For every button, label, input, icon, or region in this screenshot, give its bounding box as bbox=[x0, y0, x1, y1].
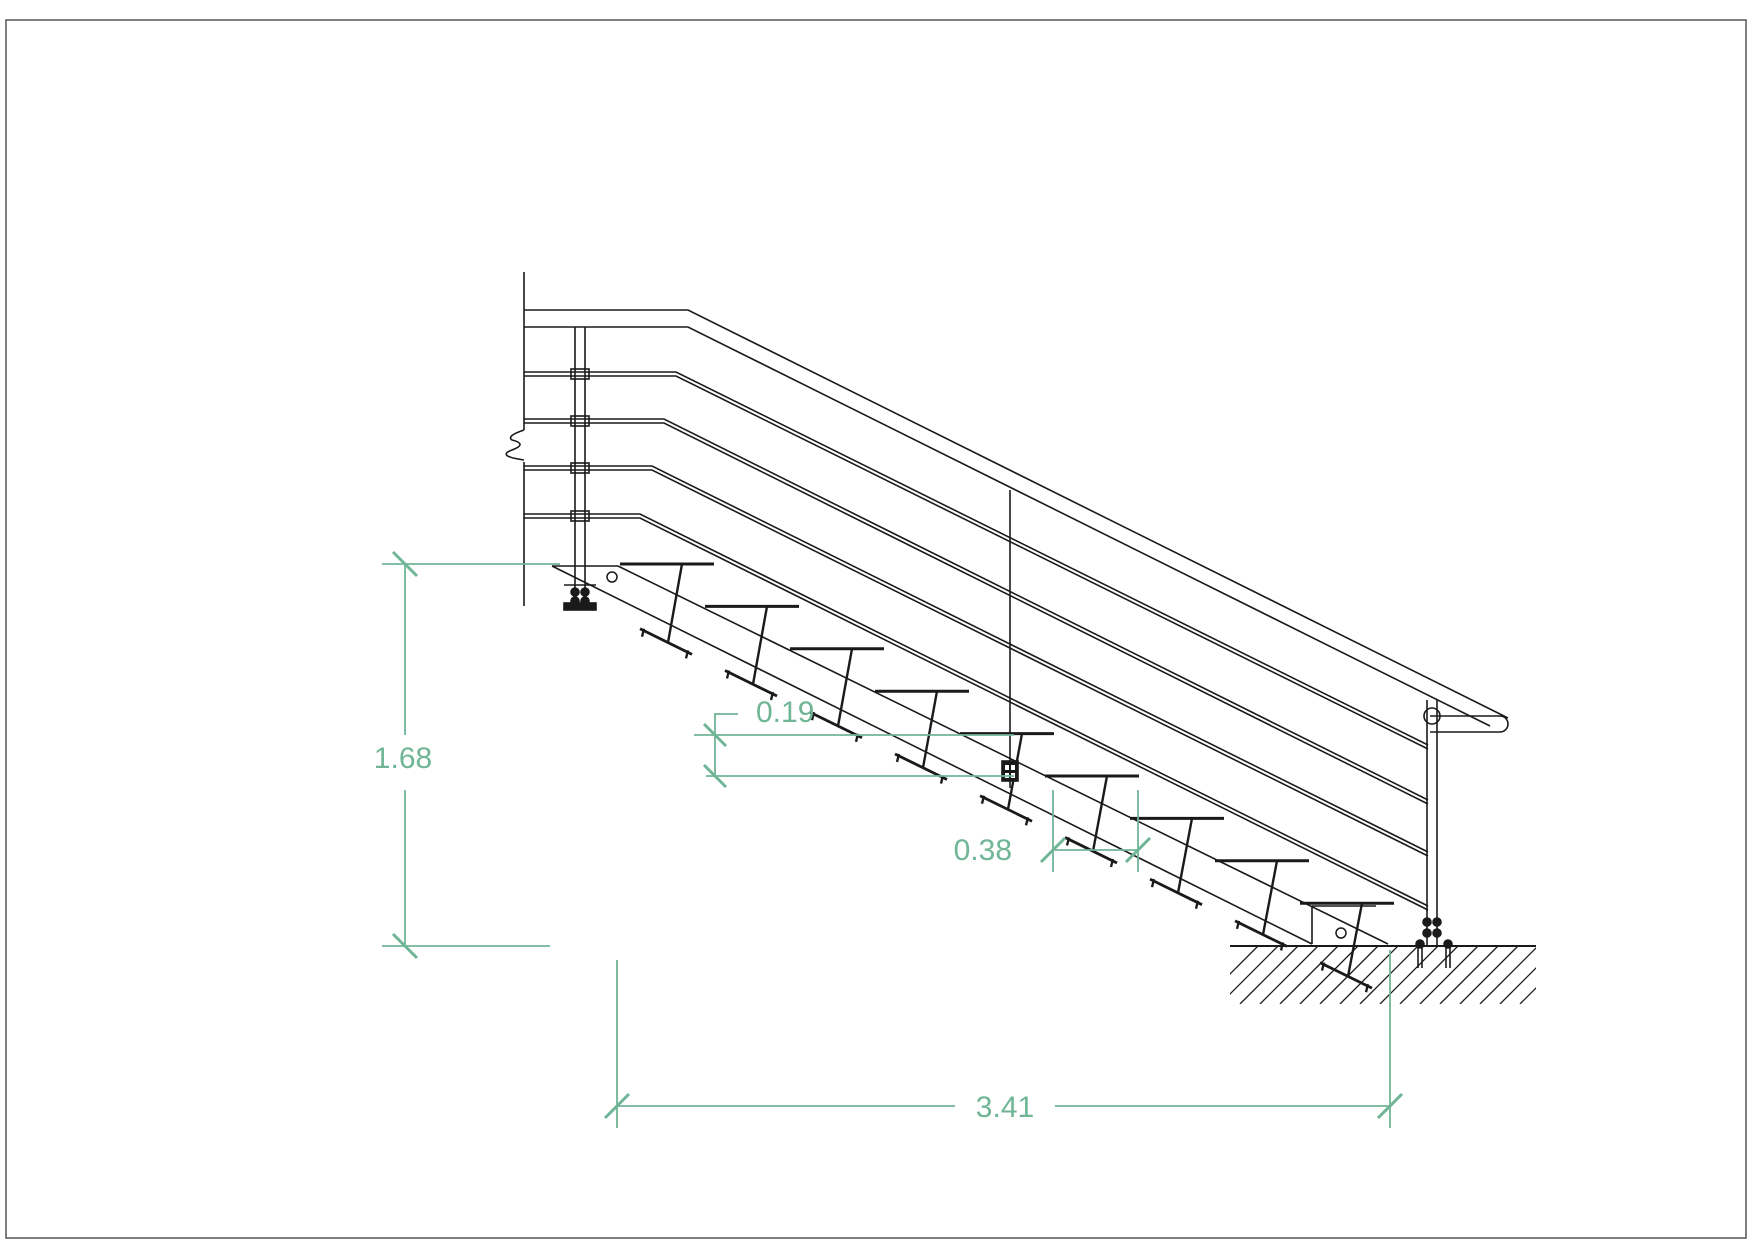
dimension-total-height bbox=[382, 550, 560, 960]
dimension-label-total-height: 1.68 bbox=[374, 742, 432, 775]
dimension-tread-depth bbox=[1039, 790, 1152, 872]
sheet-border bbox=[5, 19, 1747, 1239]
upper-wall bbox=[505, 272, 525, 606]
dimension-label-total-run: 3.41 bbox=[976, 1091, 1034, 1124]
dimension-total-run bbox=[603, 950, 1404, 1128]
post-bottom bbox=[1415, 700, 1453, 968]
stair-tread bbox=[705, 604, 799, 701]
handrail bbox=[524, 309, 1509, 911]
stringer-bolt-top bbox=[606, 571, 618, 583]
stair-tread bbox=[875, 689, 969, 784]
stair-tread bbox=[1045, 774, 1139, 868]
post-top bbox=[563, 327, 597, 611]
dimension-riser-height bbox=[694, 713, 1014, 789]
stair-tread bbox=[1130, 816, 1224, 910]
stair-tread bbox=[1300, 901, 1394, 993]
ground-hatch bbox=[1230, 945, 1536, 1004]
stringer-bolt-bottom bbox=[1335, 927, 1347, 939]
stair-stringer bbox=[551, 565, 1389, 945]
dimension-label-riser-height: 0.19 bbox=[756, 696, 814, 729]
handrail-end-cap bbox=[1430, 715, 1509, 733]
dimension-label-tread-depth: 0.38 bbox=[954, 834, 1012, 867]
stair-tread bbox=[790, 647, 884, 743]
stair-treads bbox=[620, 562, 1394, 993]
stair-tread bbox=[620, 562, 714, 659]
stair-tread bbox=[1215, 859, 1309, 951]
